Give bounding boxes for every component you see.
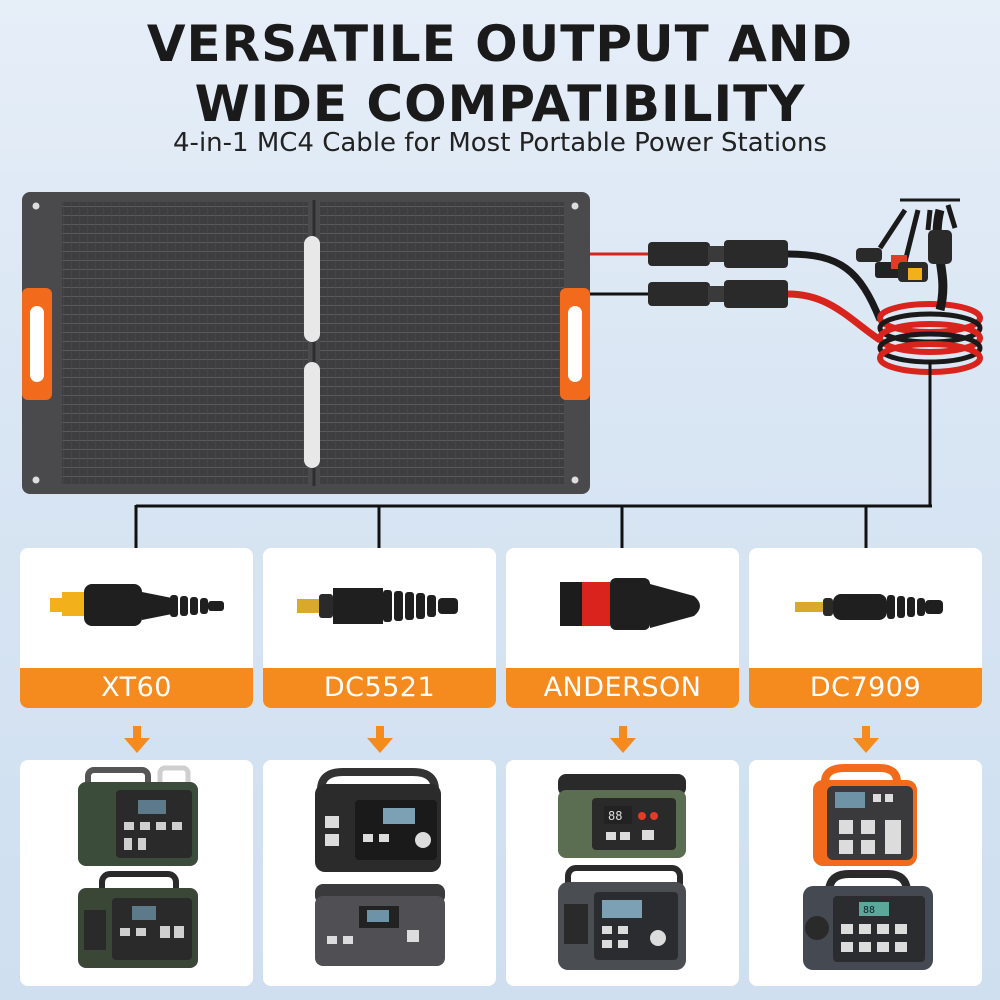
power-station-blue-gray: 88 — [803, 870, 933, 970]
power-station-olive: 88 — [558, 774, 686, 858]
title-line-1: VERSATILE OUTPUT AND — [146, 15, 854, 73]
connector-label: XT60 — [20, 668, 253, 708]
power-station-green-small — [78, 871, 198, 968]
station-card-dc5521 — [263, 760, 496, 986]
xt60-plug-icon — [50, 584, 224, 626]
connector-label: DC7909 — [749, 668, 982, 708]
station-display: 88 — [608, 809, 622, 823]
solar-panel-scene — [22, 192, 983, 548]
mc4-connector-top — [648, 240, 788, 268]
coiled-cable — [877, 301, 983, 375]
connector-label: ANDERSON — [506, 668, 739, 708]
station-display: 88 — [863, 905, 875, 916]
connector-label: DC5521 — [263, 668, 496, 708]
arrow-down-icon — [124, 726, 150, 753]
connection-lines — [134, 362, 932, 548]
mc4-connector-bottom — [648, 280, 788, 308]
title-line-2: WIDE COMPATIBILITY — [194, 75, 806, 133]
power-station-silver — [558, 865, 686, 970]
arrow-down-icon — [367, 726, 393, 753]
power-station-gray — [315, 884, 445, 966]
connector-card-dc5521: DC5521 — [263, 548, 496, 708]
connector-card-dc7909: DC7909 — [749, 548, 982, 708]
anderson-plug-icon — [560, 578, 700, 630]
arrow-down-icon — [610, 726, 636, 753]
dc7909-plug-icon — [795, 594, 943, 620]
left-handle — [22, 288, 52, 400]
station-card-dc7909: 88 — [749, 760, 982, 986]
splitter-tips — [856, 198, 960, 312]
dc5521-plug-icon — [297, 588, 458, 624]
station-card-xt60 — [20, 760, 253, 986]
arrow-down-icon — [853, 726, 879, 753]
connector-card-xt60: XT60 — [20, 548, 253, 708]
page-title: VERSATILE OUTPUT AND WIDE COMPATIBILITY — [0, 14, 1000, 134]
power-station-orange — [813, 764, 917, 866]
right-handle — [560, 288, 590, 400]
connector-card-anderson: ANDERSON — [506, 548, 739, 708]
connector-cards: XT60 DC5521 ANDERSON DC7909 — [20, 548, 982, 708]
power-station-green — [78, 765, 198, 866]
page-subtitle: 4-in-1 MC4 Cable for Most Portable Power… — [173, 128, 827, 158]
station-card-anderson: 88 — [506, 760, 739, 986]
power-station-dark-handle — [315, 768, 441, 872]
solar-panel — [22, 192, 590, 494]
